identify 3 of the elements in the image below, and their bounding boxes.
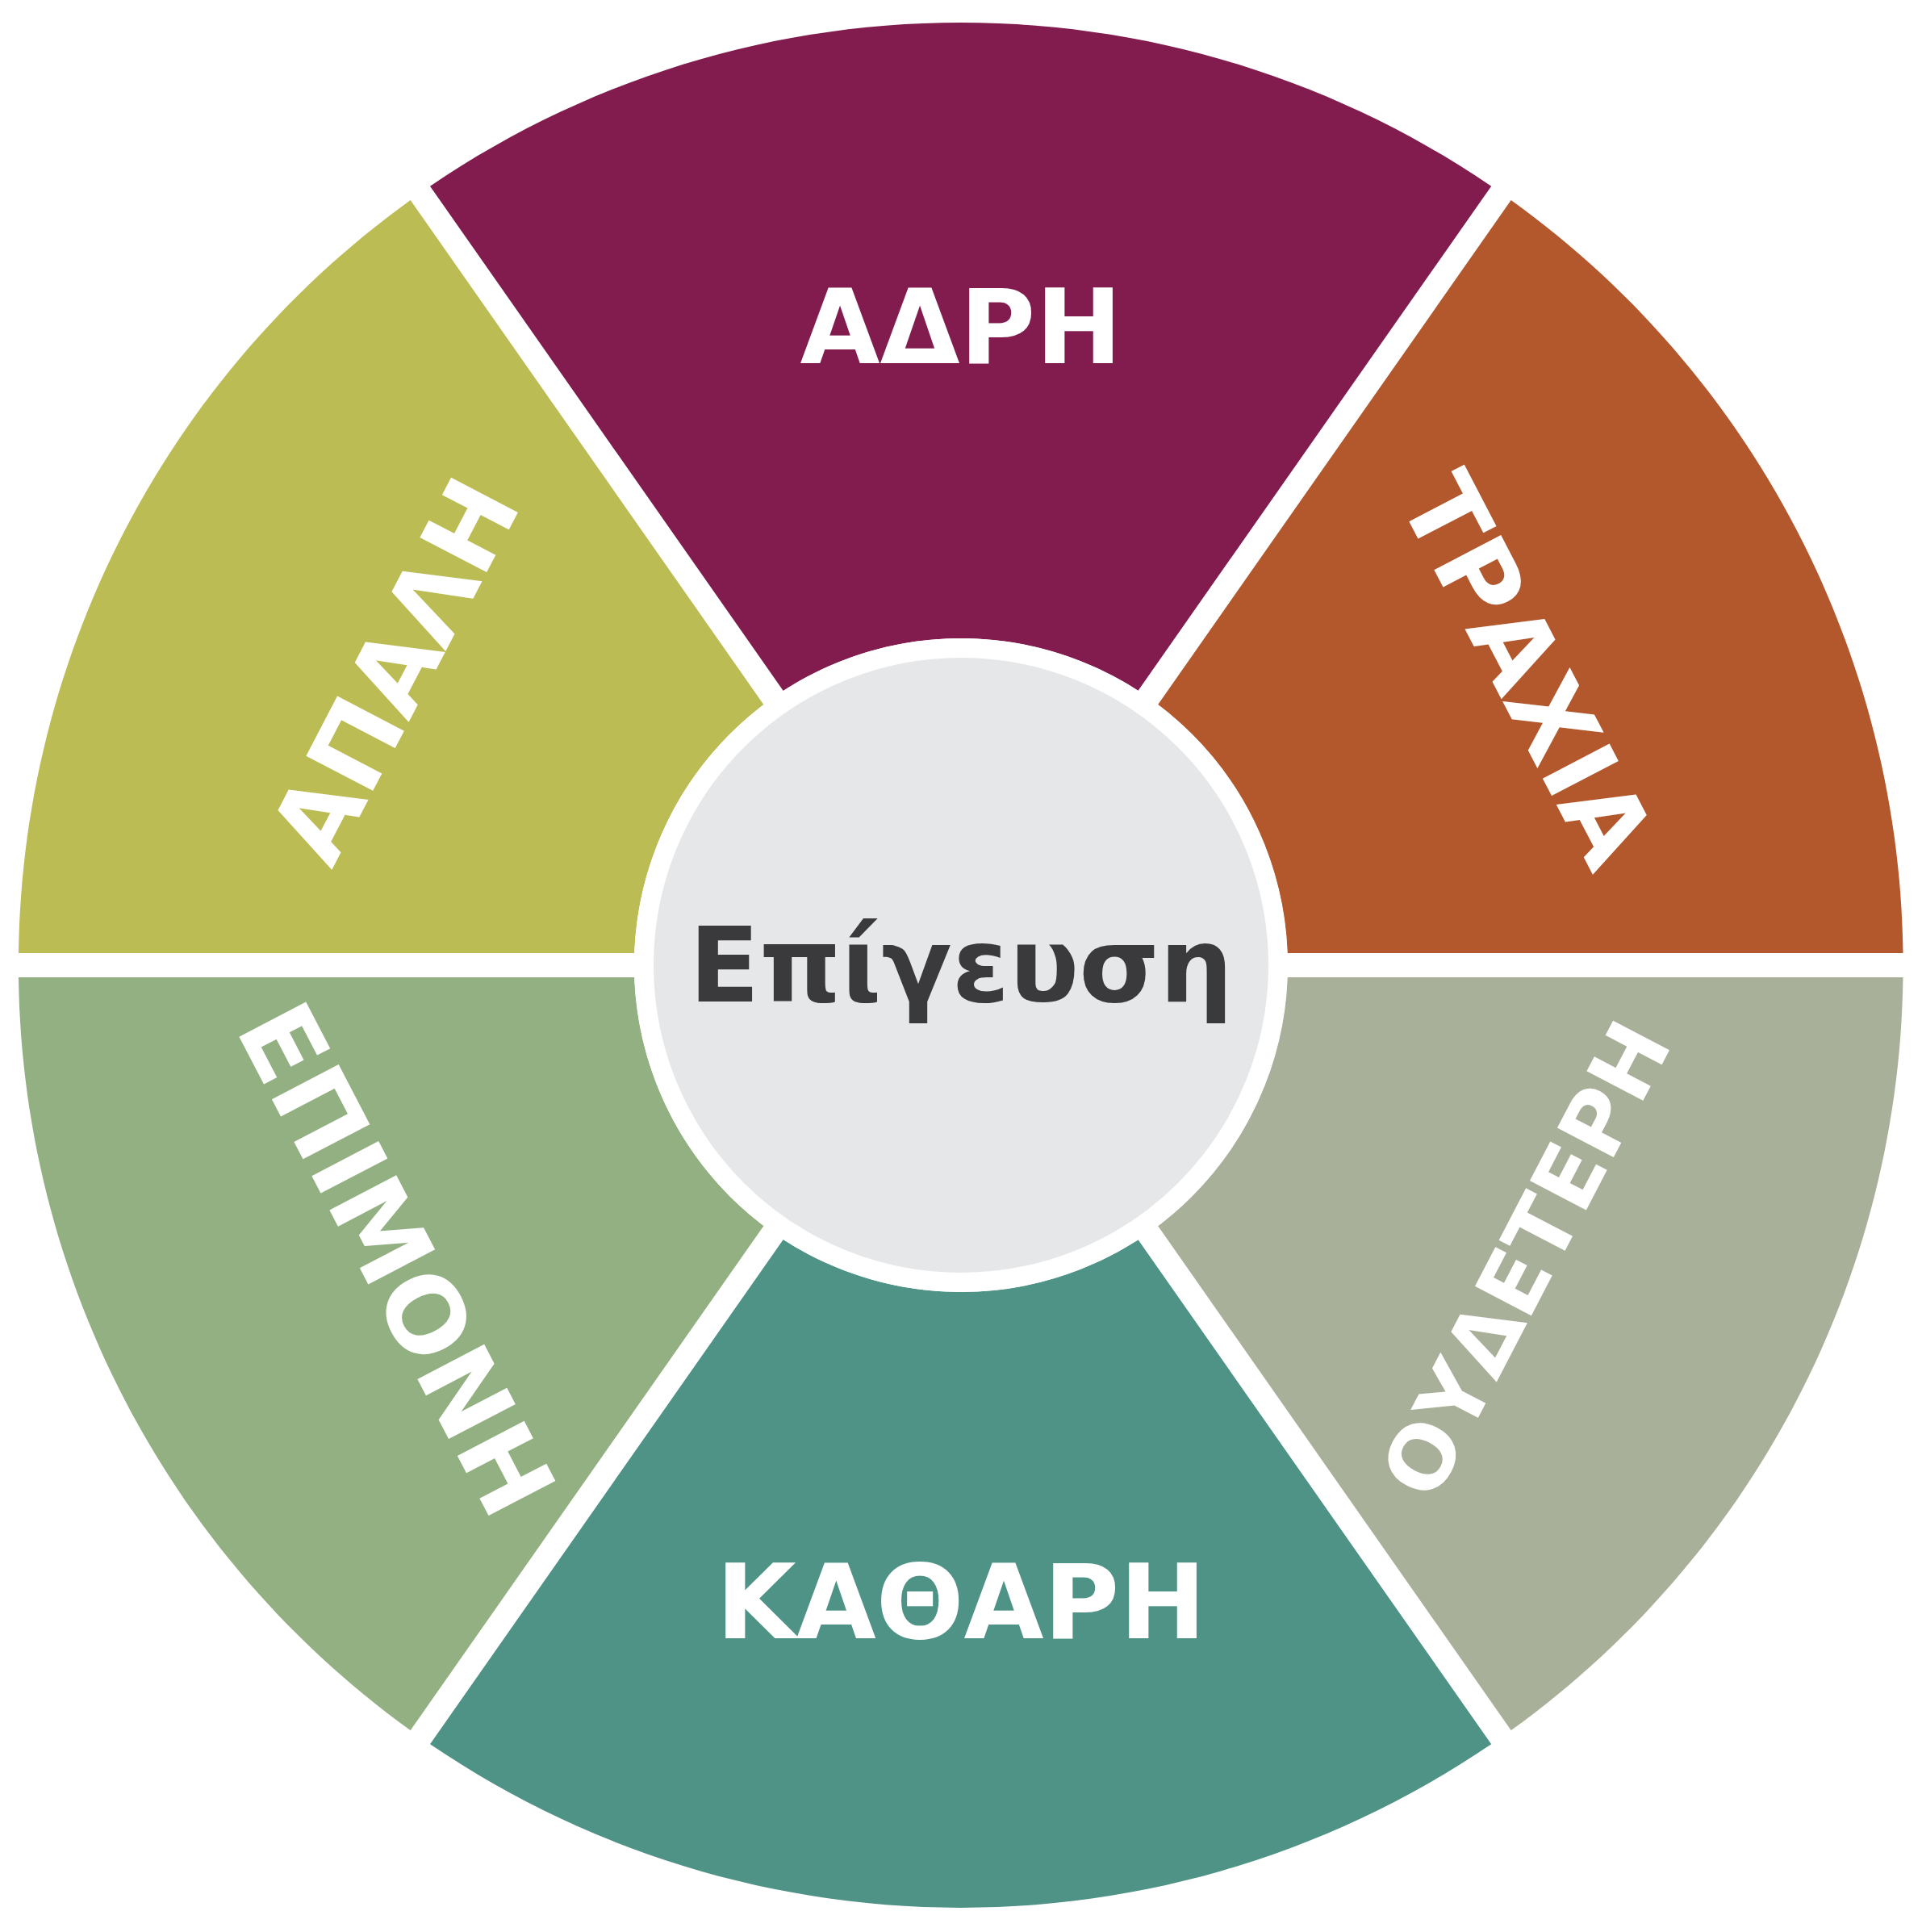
segment-label: ΑΔΡΗ xyxy=(800,276,1122,379)
segment-label: ΚΑΘΑΡΗ xyxy=(716,1551,1206,1654)
center-label: Επίγευση xyxy=(688,905,1234,1026)
